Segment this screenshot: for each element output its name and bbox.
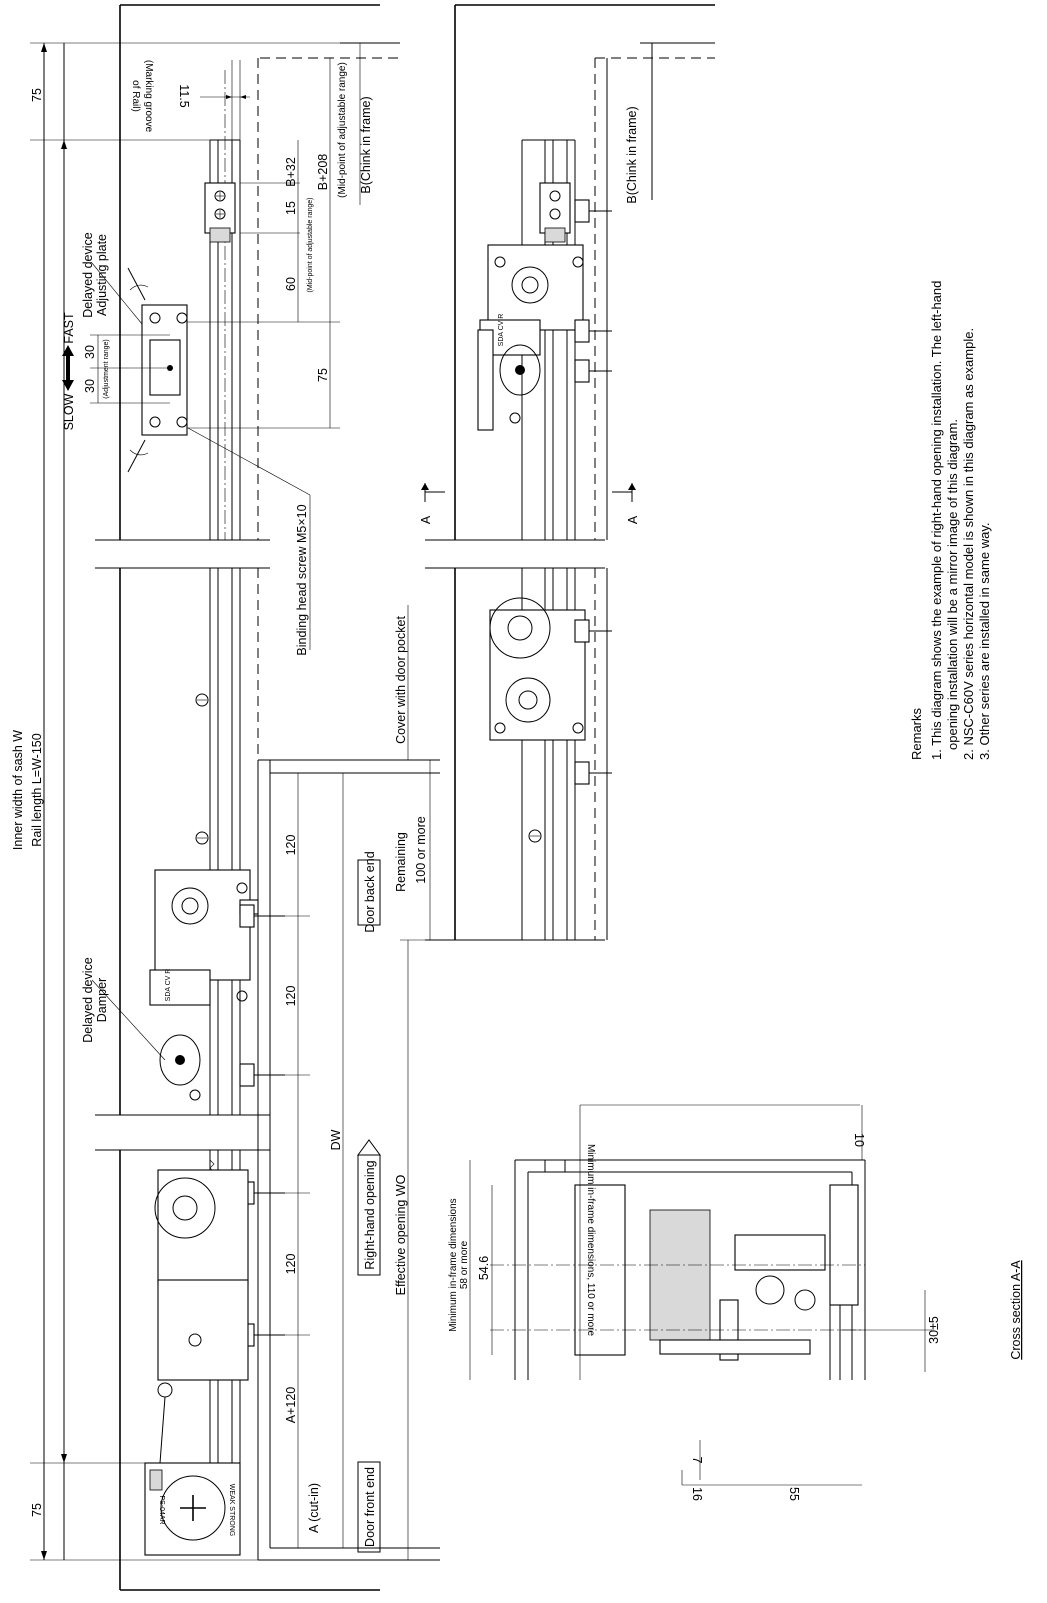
dim-15: 15 xyxy=(284,201,298,215)
b-dimensions xyxy=(187,43,361,429)
dim-b-plus-208: B+208 xyxy=(316,154,330,191)
right-end-stopper xyxy=(539,182,612,243)
dim-60: 60 xyxy=(284,277,298,291)
door-back-end-label: Door back end xyxy=(363,851,377,932)
left-view-frame xyxy=(95,4,440,1591)
min-inframe-110: Minimum in-frame dimensions, 110 or more xyxy=(585,1144,596,1337)
remarks-line-2: 2. NSC-C60V series horizontal model is s… xyxy=(961,328,976,760)
chink-in-frame-label-right: B(Chink in frame) xyxy=(625,106,639,203)
cross-section-label: Cross section A-A xyxy=(1009,1260,1023,1360)
dim-7: 7 xyxy=(690,1457,704,1464)
remarks-line-3: 3. Other series are installed in same wa… xyxy=(977,523,992,760)
door-front-end-box xyxy=(357,1461,381,1553)
remarks-title: Remarks xyxy=(909,707,924,760)
bottom-75-label: 75 xyxy=(30,1503,44,1517)
dim-b-plus-32: B+32 xyxy=(284,157,298,187)
overall-dimensions xyxy=(30,42,400,1561)
remarks-line-1: 1. This diagram shows the example of rig… xyxy=(929,281,944,760)
adjusting-plate-label: Adjusting plate xyxy=(95,234,109,316)
weak-strong-label: WEAK STRONG xyxy=(228,1484,235,1537)
adjusting-plate-device xyxy=(127,267,188,473)
dim-120-b: 120 xyxy=(284,986,298,1007)
door-back-end-box xyxy=(357,859,381,926)
adjusting-plate-leader xyxy=(91,262,143,325)
cross-section-dims xyxy=(469,1104,932,1486)
dw-label: DW xyxy=(329,1129,343,1150)
dim-54-6: 54.6 xyxy=(477,1256,491,1280)
cross-section-a-a xyxy=(490,1159,866,1380)
dim-120-a: 120 xyxy=(284,835,298,856)
sda-cv-r-label-1: SDA CV R xyxy=(165,969,172,1002)
fast-label: FAST xyxy=(62,312,76,344)
adjustment-range-dim xyxy=(90,334,170,404)
door-front-end-label: Door front end xyxy=(363,1467,377,1547)
right-hand-opening-label: Right-hand opening xyxy=(363,1160,377,1269)
sda-cv-r-label-2: SDA CV R xyxy=(498,314,505,347)
dim-75-right: 75 xyxy=(316,368,330,382)
marking-groove-dim xyxy=(200,60,250,140)
binding-head-screw-label: Binding head screw M5×10 xyxy=(295,504,309,655)
top-75-label: 75 xyxy=(30,88,44,102)
delayed-device-label-1: Delayed device xyxy=(81,232,95,318)
dim-30-a: 30 xyxy=(83,345,97,359)
right-view-frame xyxy=(425,4,715,941)
remaining-label: Remaining xyxy=(394,832,408,892)
marking-groove-label-1: (Marking groove xyxy=(143,60,154,133)
section-a-left: A xyxy=(419,515,433,524)
dim-30-pm-5: 30±5 xyxy=(927,1316,941,1344)
gear-unit-left xyxy=(154,1169,249,1464)
mid-point-label-b: (Mid-point of adjustable range) xyxy=(337,62,348,198)
right-gear-unit xyxy=(489,597,612,843)
right-damper-device xyxy=(477,244,612,431)
dim-120-c: 120 xyxy=(284,1254,298,1275)
marking-groove-label-2: of Rail) xyxy=(130,80,141,112)
section-a-right: A xyxy=(626,515,640,524)
rail-length-label: Rail length L=W-150 xyxy=(30,733,44,846)
dim-a-plus-120: A+120 xyxy=(284,1387,298,1424)
mid-point-label-a: (Mid-point of adjustable range) xyxy=(307,198,314,293)
delayed-device-label-2: Delayed device xyxy=(81,957,95,1043)
hundred-or-more-label: 100 or more xyxy=(414,816,428,883)
rail-screws-left xyxy=(195,693,209,845)
ps04ar-label: PS-04AR xyxy=(158,1495,165,1524)
dim-10: 10 xyxy=(852,1133,866,1147)
dim-16: 16 xyxy=(690,1487,704,1501)
dim-a-cut-in: A (cut-in) xyxy=(307,1483,321,1533)
chink-in-frame-label: B(Chink in frame) xyxy=(359,96,373,193)
closer-ps04ar xyxy=(144,1462,241,1556)
min-inframe-58: 58 or more xyxy=(459,1240,470,1289)
remarks-line-1b: opening installation will be a mirror im… xyxy=(945,419,960,750)
damper-leader xyxy=(91,979,166,1061)
adjustment-range-label: (Adjustment range) xyxy=(103,339,110,399)
dim-30-b: 30 xyxy=(83,379,97,393)
cover-door-pocket-label: Cover with door pocket xyxy=(394,616,408,744)
slow-label: SLOW xyxy=(62,393,76,430)
right-hand-opening-arrow xyxy=(357,1139,381,1156)
min-inframe-title: Minimum in-frame dimensions xyxy=(448,1198,459,1331)
effective-opening-label: Effective opening WO xyxy=(394,1174,408,1295)
damper-device xyxy=(149,869,259,1101)
dw-dim xyxy=(342,773,409,1560)
remarks: Remarks 1. This diagram shows the exampl… xyxy=(909,281,992,760)
section-a-markers xyxy=(421,483,636,502)
slow-fast-arrow xyxy=(62,345,74,391)
rail-end-stopper xyxy=(204,182,236,243)
screw-leader xyxy=(187,427,311,496)
inner-width-label: Inner width of sash W xyxy=(11,730,25,850)
dim-11-5: 11.5 xyxy=(177,84,191,107)
dim-55: 55 xyxy=(787,1487,801,1501)
damper-label: Damper xyxy=(95,978,109,1022)
dim-120-lines xyxy=(285,773,310,1548)
